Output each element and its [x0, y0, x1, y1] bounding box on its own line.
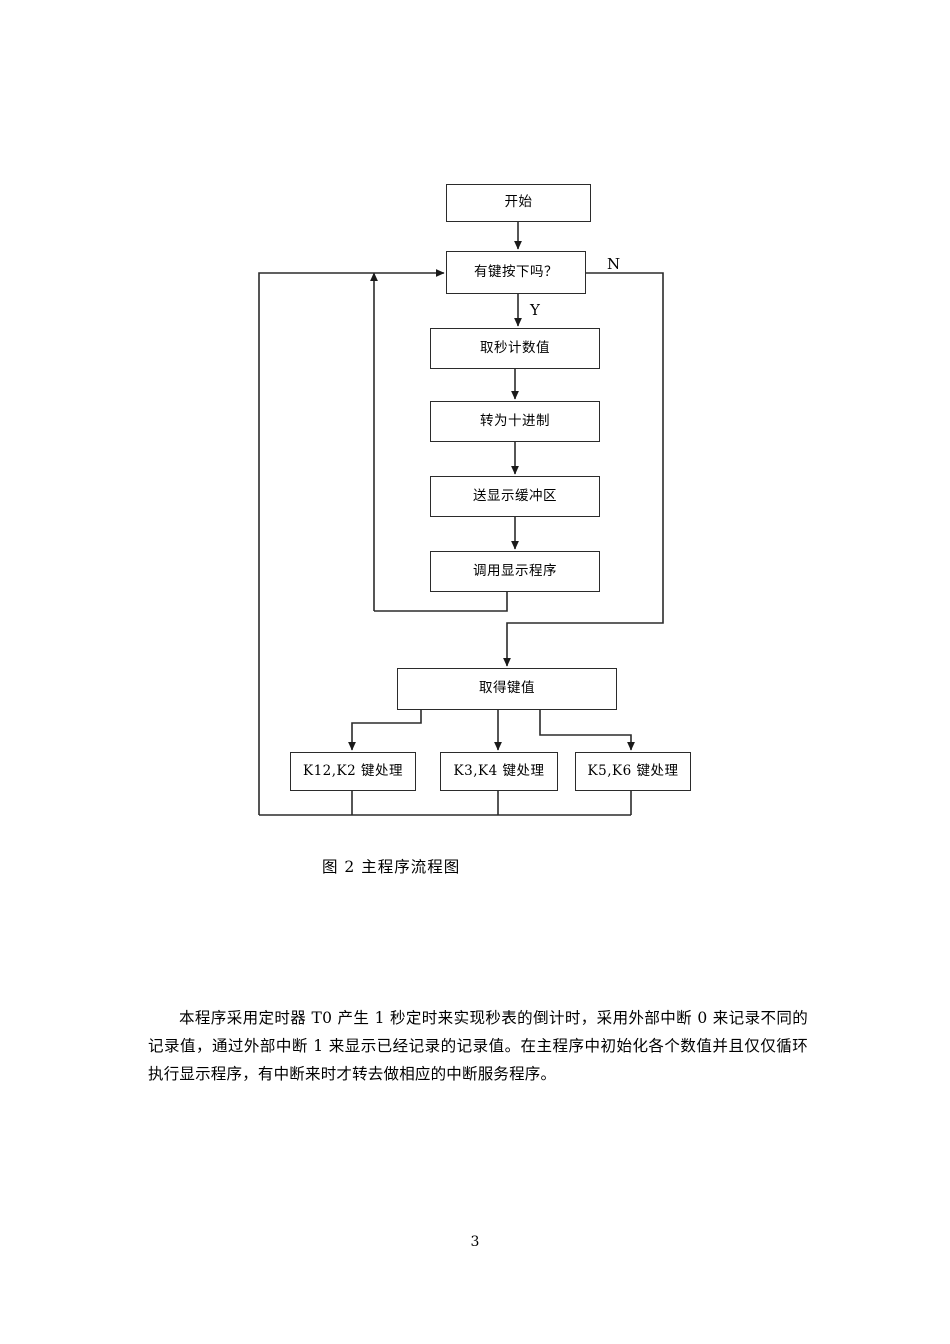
edge-get-key-code-to-k5k6 — [539, 710, 635, 751]
edge-call-display-to-loop — [374, 592, 508, 612]
edge-outer-return-riser — [258, 269, 445, 815]
node-get-seconds: 取秒计数值 — [430, 328, 600, 369]
node-handle-k5k6: K5,K6 键处理 — [575, 752, 691, 791]
node-handle-k5k6-label: K5,K6 键处理 — [587, 762, 679, 779]
node-key-pressed: 有键按下吗？ — [446, 251, 586, 294]
node-handle-k3k4: K3,K4 键处理 — [440, 752, 558, 791]
node-get-seconds-label: 取秒计数值 — [480, 339, 550, 356]
node-to-buffer-label: 送显示缓冲区 — [473, 487, 557, 504]
flowchart-figure: 开始 有键按下吗？ 取秒计数值 转为十进制 送显示缓冲区 调用显示程序 取得键值… — [258, 184, 691, 816]
page-number: 3 — [470, 1234, 480, 1250]
flowchart-connectors — [258, 222, 664, 816]
edge-get-key-code-to-k12k2 — [348, 710, 422, 751]
figure-caption: 图 2 主程序流程图 — [322, 858, 461, 876]
node-handle-k3k4-label: K3,K4 键处理 — [453, 762, 545, 779]
body-paragraph: 本程序采用定时器 T0 产生 1 秒定时来实现秒表的倒计时，采用外部中断 0 来… — [148, 1009, 808, 1084]
node-key-pressed-label: 有键按下吗？ — [474, 263, 558, 280]
node-call-display-label: 调用显示程序 — [473, 562, 557, 579]
node-to-decimal: 转为十进制 — [430, 401, 600, 442]
edge-label-yes: Y — [530, 301, 540, 319]
node-start: 开始 — [446, 184, 591, 222]
node-start-label: 开始 — [504, 194, 533, 211]
node-get-key-code: 取得键值 — [397, 668, 617, 710]
node-call-display: 调用显示程序 — [430, 551, 600, 592]
node-to-decimal-label: 转为十进制 — [480, 412, 550, 429]
node-handle-k12k2-label: K12,K2 键处理 — [302, 762, 404, 779]
edge-label-no: N — [607, 255, 621, 273]
edge-key-pressed-no-to-get-key-code — [503, 272, 664, 667]
node-get-key-code-label: 取得键值 — [479, 680, 535, 697]
node-to-buffer: 送显示缓冲区 — [430, 476, 600, 517]
node-handle-k12k2: K12,K2 键处理 — [290, 752, 416, 791]
